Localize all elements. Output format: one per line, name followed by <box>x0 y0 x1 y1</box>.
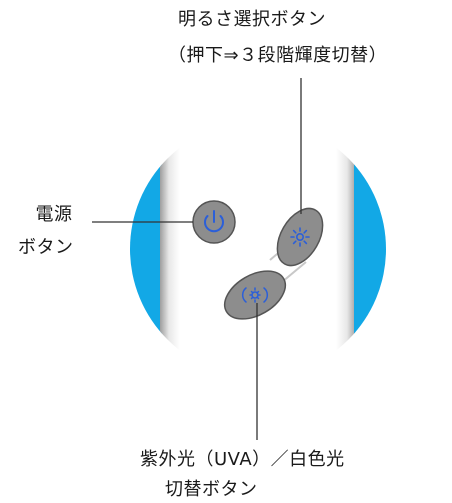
uv-white-toggle-button[interactable] <box>216 261 293 329</box>
power-button[interactable] <box>192 200 236 244</box>
blue-band-left <box>130 121 162 377</box>
sun-icon <box>290 227 310 247</box>
rail-left <box>160 121 180 377</box>
device-face <box>130 121 386 377</box>
rail-right <box>336 121 356 377</box>
brightness-button-label: 明るさ選択ボタン <box>178 9 326 30</box>
blue-band-right <box>354 121 386 377</box>
uv-button-label-line1: 紫外光（UVA）／白色光 <box>140 449 345 470</box>
brightness-button-note: （押下⇒３段階輝度切替） <box>168 45 388 66</box>
power-button-label-line1: 電源 <box>35 204 73 225</box>
uv-light-icon <box>241 287 269 303</box>
power-icon <box>204 210 224 233</box>
uv-button-label-line2: 切替ボタン <box>165 479 258 500</box>
power-button-label-line2: ボタン <box>18 237 74 258</box>
brightness-button[interactable] <box>268 201 332 274</box>
